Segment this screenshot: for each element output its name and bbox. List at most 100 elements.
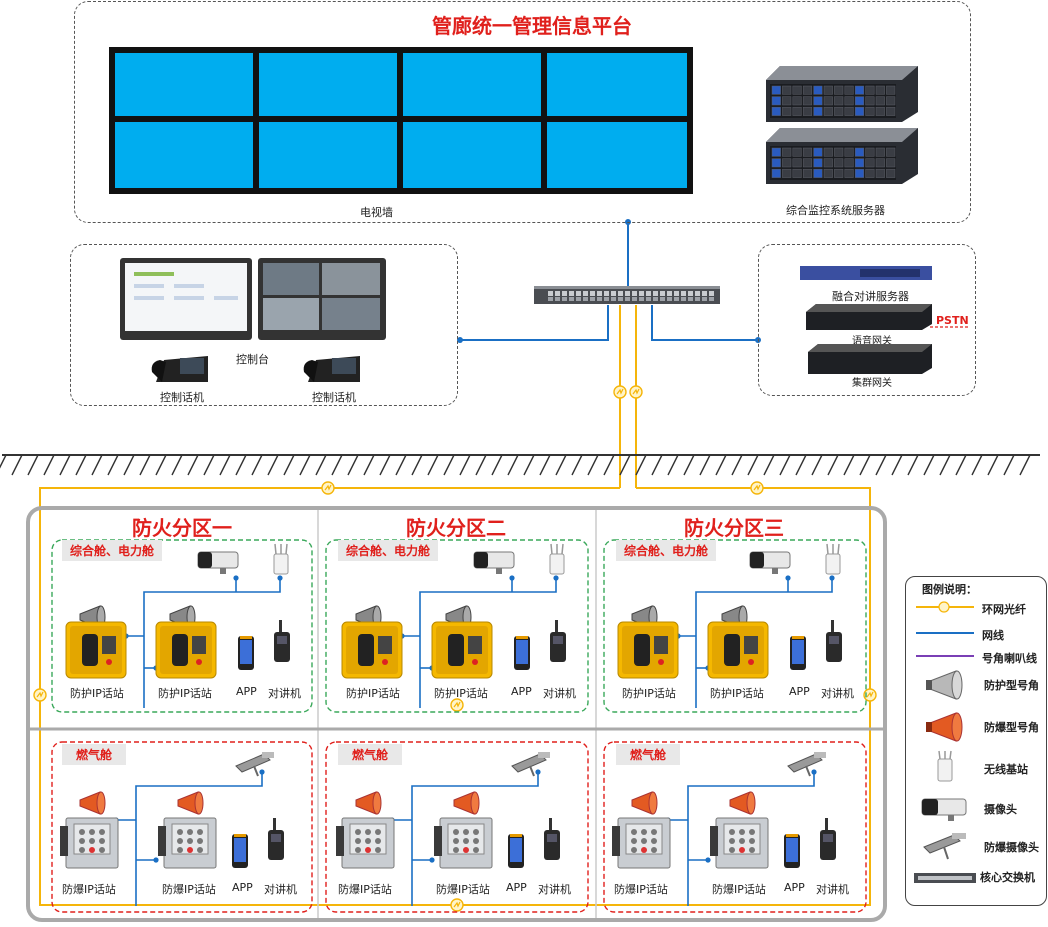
radio-label: 对讲机 — [821, 687, 854, 700]
explosion-station-label: 防爆IP话站 — [62, 883, 116, 896]
video-wall-screen — [547, 122, 687, 188]
legend-item: 防爆摄像头 — [984, 841, 1039, 854]
platform-title: 管廊统一管理信息平台 — [432, 14, 632, 38]
protect-ip-station-icon — [65, 621, 127, 679]
legend: 图例说明： — [905, 576, 1047, 906]
video-wall-screen — [403, 53, 541, 116]
app-label: APP — [232, 881, 253, 894]
video-wall-screen — [259, 122, 397, 188]
explosion-horn-icon — [926, 712, 963, 742]
explosion-camera-icon — [511, 752, 550, 777]
radio-icon — [550, 620, 566, 662]
explosion-horn-icon — [177, 791, 204, 815]
app-label: APP — [789, 685, 810, 698]
wireless-ap-icon — [273, 543, 289, 575]
legend-swatches — [914, 601, 976, 883]
phone-label-2: 控制话机 — [312, 391, 356, 404]
protect-ip-station-icon — [155, 621, 217, 679]
camera-icon — [473, 551, 515, 574]
desk-phone-icon — [151, 356, 208, 382]
explosion-station-label: 防爆IP话站 — [338, 883, 392, 896]
video-wall — [109, 47, 693, 194]
cabin-tag-utility: 综合舱、电力舱 — [616, 540, 717, 561]
radio-label: 对讲机 — [268, 687, 301, 700]
voice-gateway-icon — [806, 304, 932, 330]
cabin-tag-gas: 燃气舱 — [616, 744, 681, 765]
explosion-camera-icon — [235, 752, 274, 777]
explosion-ip-station-icon — [158, 817, 217, 869]
explosion-ip-station-icon — [612, 817, 671, 869]
protect-station-label: 防护IP话站 — [434, 687, 488, 700]
explosion-horn-icon — [453, 791, 480, 815]
radio-icon — [820, 818, 836, 860]
explosion-camera-icon — [923, 833, 966, 860]
desk-phone-icon — [303, 356, 360, 382]
explosion-horn-icon — [631, 791, 658, 815]
app-label: APP — [506, 881, 527, 894]
legend-item: 核心交换机 — [980, 871, 1035, 884]
explosion-camera-icon — [787, 752, 826, 777]
pstn-label: PSTN — [936, 314, 969, 327]
camera-icon — [197, 551, 239, 574]
explosion-station-label: 防爆IP话站 — [162, 883, 216, 896]
radio-icon — [826, 620, 842, 662]
protect-station-label: 防护IP话站 — [622, 687, 676, 700]
protect-ip-station-icon — [707, 621, 769, 679]
radio-icon — [544, 818, 560, 860]
wireless-ap-icon — [825, 543, 841, 575]
protect-ip-station-icon — [341, 621, 403, 679]
explosion-horn-icon — [355, 791, 382, 815]
radio-icon — [268, 818, 284, 860]
legend-item: 号角喇叭线 — [982, 652, 1037, 665]
app-phone-icon — [790, 636, 806, 670]
protect-station-label: 防护IP话站 — [710, 687, 764, 700]
legend-item: 网线 — [982, 629, 1004, 642]
cabin-tag-gas: 燃气舱 — [62, 744, 127, 765]
radio-label: 对讲机 — [264, 883, 297, 896]
cabin-tag-utility: 综合舱、电力舱 — [338, 540, 439, 561]
explosion-station-label: 防爆IP话站 — [712, 883, 766, 896]
fusion-server-icon — [800, 266, 932, 280]
legend-item: 无线基站 — [984, 763, 1028, 776]
explosion-ip-station-icon — [60, 817, 119, 869]
explosion-horn-icon — [729, 791, 756, 815]
cluster-gateway-icon — [808, 344, 932, 374]
voice-gateway-label: 语音网关 — [852, 336, 892, 347]
explosion-station-label: 防爆IP话站 — [436, 883, 490, 896]
protect-station-label: 防护IP话站 — [346, 687, 400, 700]
explosion-ip-station-icon — [710, 817, 769, 869]
cabin-tag-gas: 燃气舱 — [338, 744, 403, 765]
core-switch-legend-icon — [914, 873, 976, 883]
video-wall-screen — [547, 53, 687, 116]
console-label: 控制台 — [236, 353, 269, 366]
radio-label: 对讲机 — [543, 687, 576, 700]
zone-title-3: 防火分区三 — [684, 516, 784, 540]
app-phone-icon — [514, 636, 530, 670]
legend-item: 摄像头 — [984, 803, 1017, 816]
explosion-horn-icon — [79, 791, 106, 815]
explosion-ip-station-icon — [434, 817, 493, 869]
app-phone-icon — [508, 834, 524, 868]
app-phone-icon — [238, 636, 254, 670]
protect-ip-station-icon — [617, 621, 679, 679]
monitor — [258, 258, 386, 340]
explosion-station-label: 防爆IP话站 — [614, 883, 668, 896]
camera-icon — [921, 798, 967, 821]
app-label: APP — [784, 881, 805, 894]
zone-title-1: 防火分区一 — [132, 516, 232, 540]
cabin-tag-utility: 综合舱、电力舱 — [62, 540, 163, 561]
protect-station-label: 防护IP话站 — [158, 687, 212, 700]
server-label: 综合监控系统服务器 — [786, 204, 885, 217]
protect-station-label: 防护IP话站 — [70, 687, 124, 700]
fusion-server-label: 融合对讲服务器 — [832, 290, 909, 303]
video-wall-screen — [115, 122, 253, 188]
video-wall-screen — [403, 122, 541, 188]
video-wall-label: 电视墙 — [360, 206, 393, 219]
radio-label: 对讲机 — [816, 883, 849, 896]
cluster-gateway-label: 集群网关 — [852, 378, 892, 389]
protect-ip-station-icon — [431, 621, 493, 679]
video-wall-screen — [259, 53, 397, 116]
app-phone-icon — [784, 834, 800, 868]
wireless-ap-icon — [937, 750, 953, 782]
